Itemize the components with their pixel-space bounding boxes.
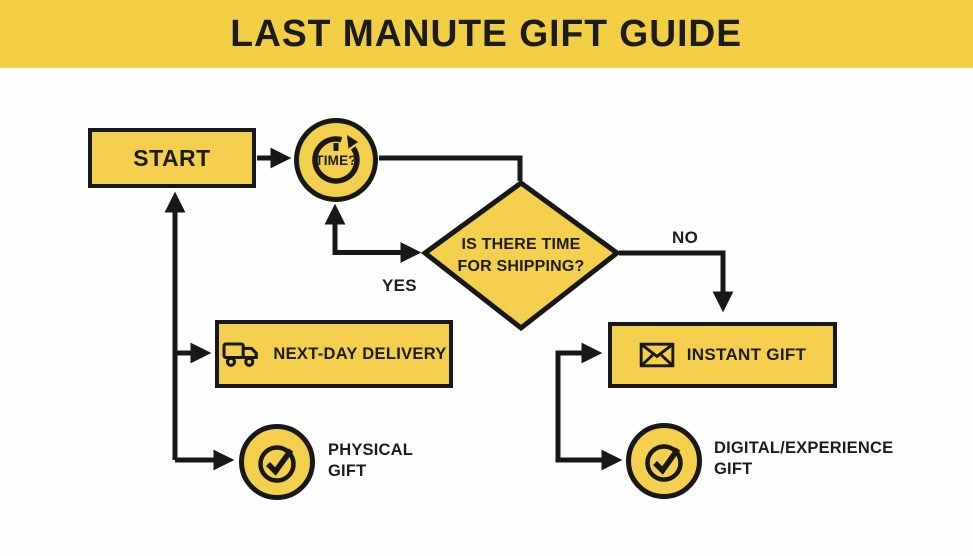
clock-cycle-icon	[312, 135, 360, 184]
digital-gift-label-line1: DIGITAL/EXPERIENCE	[714, 439, 894, 457]
connector-elbow-to-instant	[555, 342, 603, 461]
connector-time-to-decision	[379, 155, 523, 181]
physical-gift-label-line1: PHYSICAL	[328, 441, 414, 459]
start-node: START	[88, 128, 256, 188]
page-title: LAST MANUTE GIFT GUIDE	[230, 12, 743, 55]
title-banner: LAST MANUTE GIFT GUIDE	[0, 0, 973, 68]
decision-diamond	[420, 179, 622, 332]
time-node: TIME?	[294, 118, 378, 202]
physical-gift-node	[239, 424, 315, 500]
next-day-delivery-label: NEXT-DAY DELIVERY	[273, 344, 447, 363]
check-circle-icon	[250, 435, 304, 489]
connector-no-to-instant	[619, 250, 734, 313]
connector-yes-branch	[324, 203, 422, 263]
branch-no-label: NO	[672, 228, 699, 247]
physical-gift-label-line2: GIFT	[328, 462, 367, 481]
envelope-icon	[639, 342, 675, 368]
decision-label-line2: FOR SHIPPING?	[457, 257, 585, 275]
decision-label-line1: IS THERE TIME	[461, 236, 581, 253]
delivery-truck-icon	[221, 339, 261, 369]
branch-yes-label: YES	[382, 276, 417, 295]
digital-gift-node	[626, 423, 702, 499]
physical-gift-label: PHYSICAL GIFT	[328, 440, 413, 483]
time-label: TIME?	[315, 153, 357, 169]
next-day-delivery-node: NEXT-DAY DELIVERY	[215, 320, 453, 388]
instant-gift-label: INSTANT GIFT	[686, 345, 807, 364]
digital-gift-label-line2: GIFT	[714, 460, 753, 479]
digital-gift-label: DIGITAL/EXPERIENCE GIFT	[714, 438, 893, 481]
decision-label: IS THERE TIME FOR SHIPPING?	[441, 234, 601, 277]
start-label: START	[133, 144, 211, 171]
check-circle-icon	[637, 434, 691, 488]
instant-gift-node: INSTANT GIFT	[608, 322, 837, 388]
